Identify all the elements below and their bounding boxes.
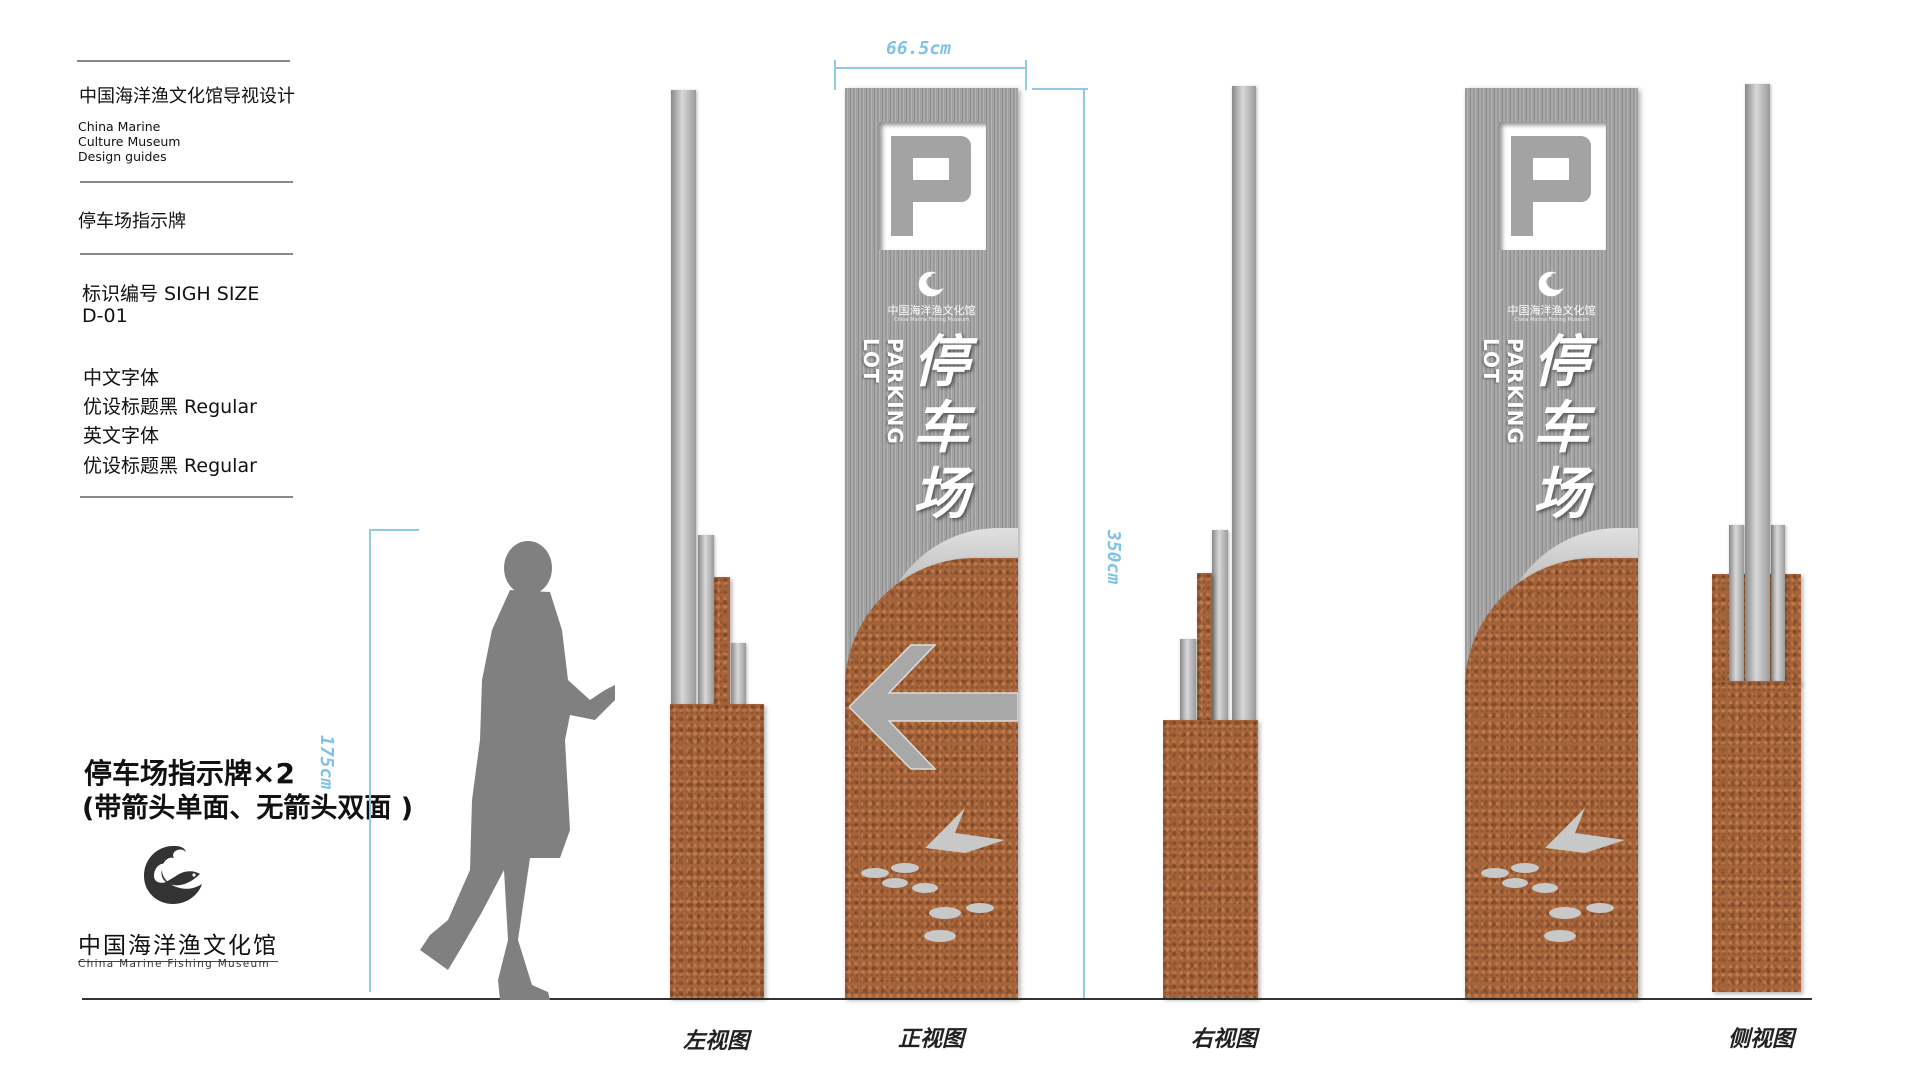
divider (77, 60, 290, 62)
font-en: 优设标题黑 Regular (83, 455, 257, 477)
parking-p-icon (879, 122, 986, 250)
project-title-en-2: Culture Museum (78, 134, 181, 149)
side-view-pole-right (1771, 525, 1785, 685)
left-view-pole-2 (698, 535, 714, 705)
project-title-en-3: Design guides (78, 149, 167, 164)
width-dimension-tick-left (834, 60, 836, 90)
museum-logo-icon (144, 846, 202, 904)
side-view-label: 侧视图 (1727, 1027, 1795, 1052)
right-view-base (1163, 720, 1258, 998)
person-silhouette (420, 541, 615, 1000)
right-view-rust-panel (1197, 573, 1212, 722)
sign-text-en: PARKING LOT (1479, 338, 1527, 445)
left-view-label: 左视图 (682, 1029, 750, 1054)
right-view-label: 右视图 (1190, 1027, 1258, 1052)
sign-name: 停车场指示牌 (78, 211, 186, 232)
sign-text-en: PARKING LOT (859, 338, 907, 445)
sign-museum-name: 中国海洋渔文化馆 (1507, 304, 1596, 317)
project-title: 中国海洋渔文化馆导视设计 (79, 86, 295, 107)
divider (80, 181, 293, 183)
project-title-en-1: China Marine (78, 119, 161, 134)
side-view-main-pole (1745, 84, 1770, 684)
sign-code-label: 标识编号 SIGH SIZE (82, 283, 260, 305)
rust-panel (845, 558, 1018, 998)
left-view-pole-3 (731, 643, 746, 705)
front-view-sign-no-arrow: 中国海洋渔文化馆 China Marine Fishing Museum PAR… (1465, 88, 1638, 998)
height-dimension-label: 350cm (1103, 530, 1124, 585)
sign-museum-name-en: China Marine Fishing Museum (1514, 317, 1589, 323)
sign-text-cn: 停车场 (1533, 330, 1589, 527)
sign-code: D-01 (82, 305, 128, 327)
museum-name-en: China Marine Fishing Museum (78, 958, 271, 970)
right-view-pole-2 (1212, 530, 1228, 722)
sign-museum-name-en: China Marine Fishing Museum (894, 317, 969, 323)
right-view-main-pole (1232, 86, 1256, 722)
width-dimension-label: 66.5cm (886, 38, 952, 59)
person-height-tick (369, 529, 419, 531)
side-view-pole-left (1729, 525, 1744, 685)
museum-logo-icon (1538, 271, 1564, 297)
ground-line (82, 998, 1812, 1000)
left-view-main-pole (671, 90, 696, 705)
left-view-base (670, 704, 764, 998)
height-dimension-tick (1032, 88, 1088, 90)
divider (80, 253, 293, 255)
front-view-label: 正视图 (897, 1027, 965, 1052)
side-view-base (1712, 681, 1801, 992)
museum-name-cn: 中国海洋渔文化馆 (78, 926, 278, 962)
fish-pattern-icon (1481, 808, 1625, 942)
font-en-label: 英文字体 (83, 425, 160, 447)
person-height-line (369, 529, 371, 992)
sign-museum-name: 中国海洋渔文化馆 (887, 304, 976, 317)
summary-line-2: (带箭头单面、无箭头双面 ) (82, 793, 414, 824)
height-dimension-line (1083, 88, 1085, 998)
fish-pattern-icon (861, 808, 1005, 942)
parking-p-icon (1499, 122, 1606, 250)
width-dimension-line (834, 67, 1026, 69)
right-view-pole-3 (1180, 639, 1196, 722)
summary-line-1: 停车场指示牌×2 (84, 757, 295, 790)
front-view-sign: 中国海洋渔文化馆 China Marine Fishing Museum PAR… (845, 88, 1018, 998)
width-dimension-tick-right (1025, 60, 1027, 90)
rust-panel (1465, 558, 1638, 998)
divider (80, 496, 293, 498)
sign-text-cn: 停车场 (913, 330, 969, 527)
font-cn-label: 中文字体 (83, 367, 160, 389)
arrow-left-icon (849, 644, 1018, 770)
museum-logo-icon (918, 271, 944, 297)
font-cn: 优设标题黑 Regular (83, 396, 257, 418)
left-view-rust-panel (714, 577, 730, 705)
person-height-label: 175cm (316, 735, 337, 790)
